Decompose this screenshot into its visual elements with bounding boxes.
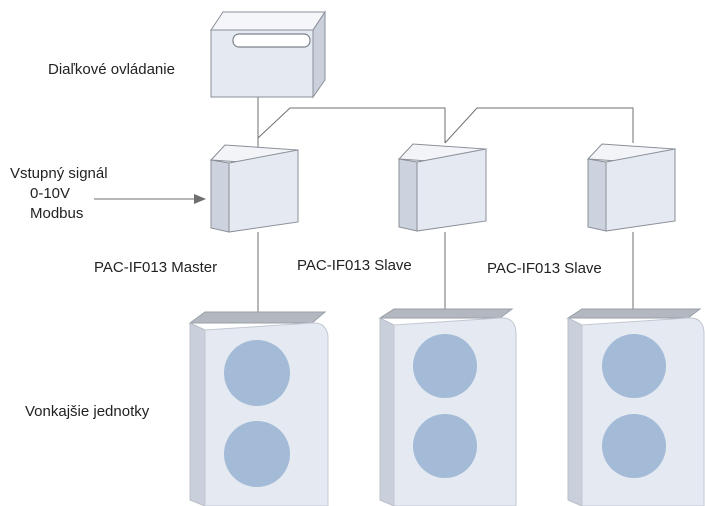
fan-upper-icon — [413, 334, 477, 398]
fan-lower-icon — [602, 414, 666, 478]
fan-lower-icon — [413, 414, 477, 478]
master-controller-box — [209, 144, 300, 233]
outdoor-unit-2 — [378, 308, 517, 506]
input-range-label: 0-10V — [30, 185, 70, 202]
input-signal-label: Vstupný signál — [10, 165, 108, 182]
slave-controller-box-2 — [586, 143, 677, 232]
remote-control-unit — [210, 10, 326, 99]
input-protocol-label: Modbus — [30, 205, 83, 222]
outdoor-unit-1 — [188, 311, 329, 506]
remote-display-slot — [232, 33, 311, 48]
input-arrow — [94, 194, 206, 204]
fan-upper-icon — [602, 334, 666, 398]
bus-line-slave-2 — [444, 107, 634, 144]
slave-controller-2-label: PAC-IF013 Slave — [487, 260, 602, 277]
slave-controller-1-label: PAC-IF013 Slave — [297, 257, 412, 274]
bus-line-slave-1 — [257, 107, 446, 143]
fan-lower-icon — [224, 421, 290, 487]
connection-lines — [257, 97, 634, 315]
outdoor-unit-3 — [566, 308, 705, 506]
remote-control-label: Diaľkové ovládanie — [48, 61, 175, 78]
slave-controller-box-1 — [397, 143, 488, 232]
outdoor-units-label: Vonkajšie jednotky — [25, 403, 150, 420]
fan-upper-icon — [224, 340, 290, 406]
master-controller-label: PAC-IF013 Master — [94, 259, 217, 276]
